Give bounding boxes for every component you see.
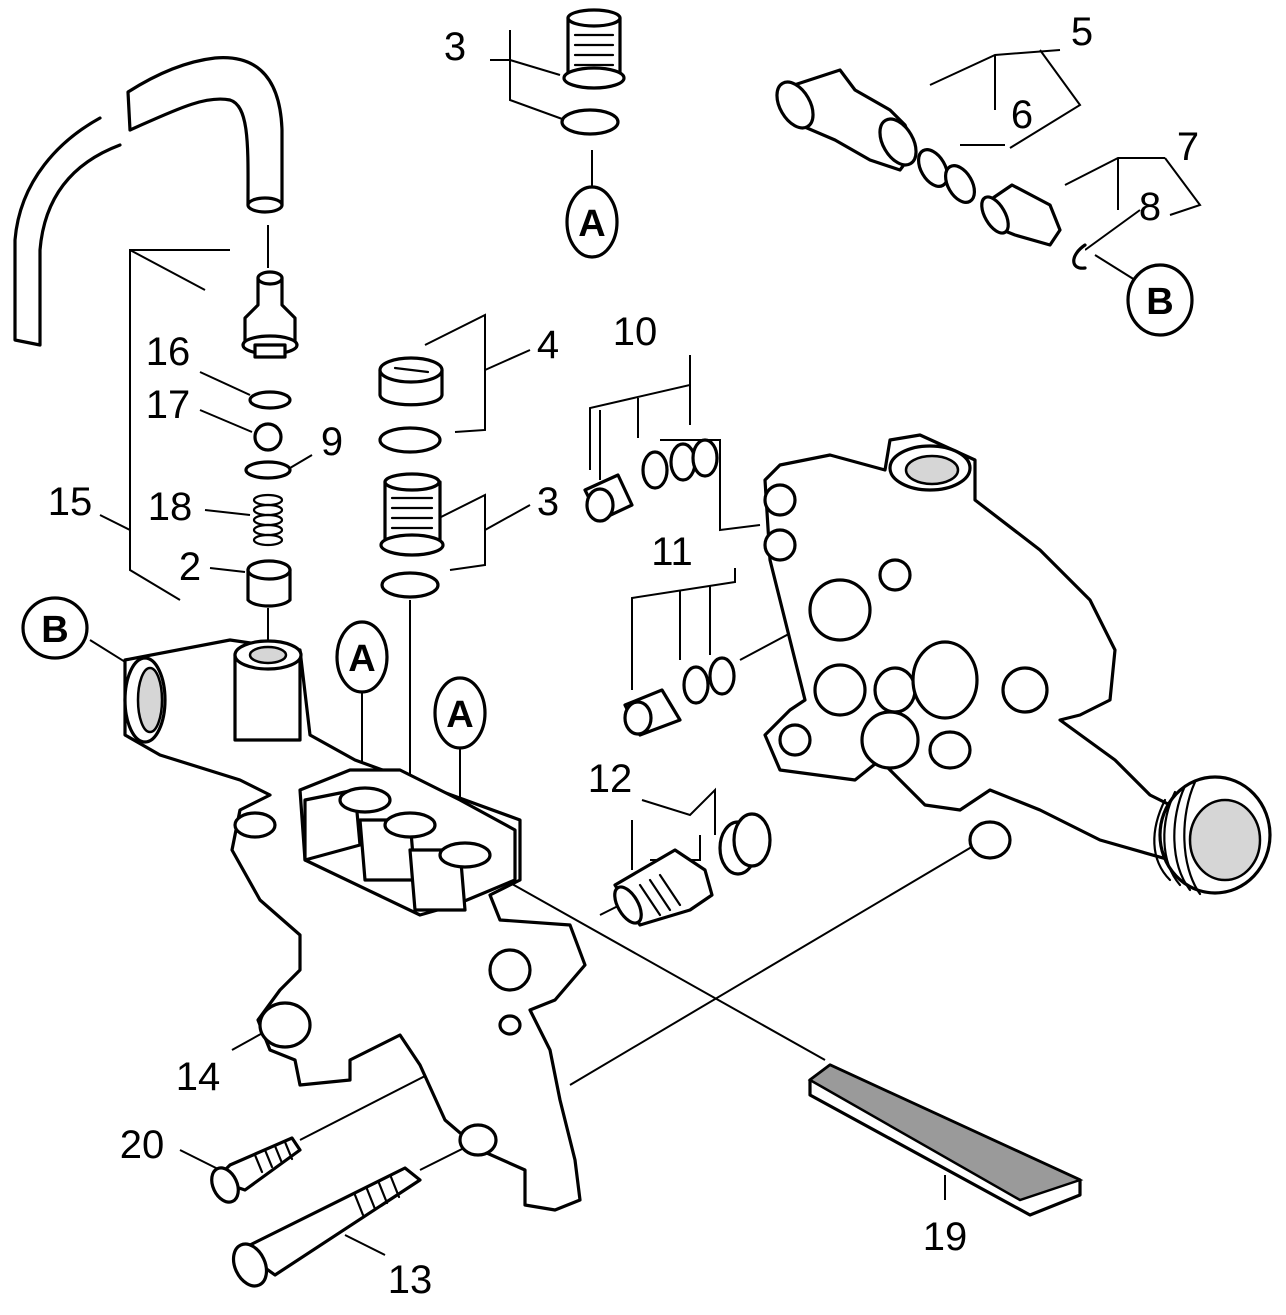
callout-14: 14 (176, 1055, 221, 1099)
callout-2: 2 (179, 545, 201, 589)
part-15-valve-stack (241, 270, 299, 608)
part-3-top-valve (560, 8, 626, 136)
callout-12: 12 (588, 757, 633, 801)
callout-9: 9 (321, 420, 343, 464)
callout-5: 5 (1071, 10, 1093, 54)
callout-6: 6 (1011, 93, 1033, 137)
ref-a-left: A (348, 638, 375, 680)
ref-a-top: A (578, 203, 605, 245)
part-19-strip (807, 1063, 1084, 1217)
part-4-cap (378, 356, 444, 454)
part-3-middle-valve (379, 472, 445, 599)
pump-head-housing (763, 433, 1272, 896)
callout-numbers: 3 5 6 7 8 4 10 16 17 9 15 18 3 11 2 12 1… (48, 10, 1199, 1302)
callout-20: 20 (120, 1123, 165, 1167)
part-12-valve (613, 812, 772, 927)
ref-b-right: B (1146, 281, 1173, 323)
manifold-housing (123, 638, 587, 1212)
ref-b-left: B (41, 609, 68, 651)
part-5-outlet (775, 68, 977, 204)
callout-11: 11 (651, 530, 693, 574)
leader-lines (89, 30, 1202, 1256)
callout-8: 8 (1139, 185, 1161, 229)
part-10-seal (583, 438, 719, 523)
callout-16: 16 (146, 330, 191, 374)
callout-4: 4 (537, 323, 559, 367)
callout-3-middle: 3 (537, 480, 559, 524)
part-13-screw (231, 1166, 422, 1288)
callout-15: 15 (48, 480, 93, 524)
callout-3-top: 3 (444, 25, 466, 69)
part-7-fitting (980, 183, 1087, 270)
reference-markers: A A A B B (21, 185, 1194, 750)
callout-7: 7 (1177, 125, 1199, 169)
hose (13, 56, 284, 347)
callout-17: 17 (146, 383, 191, 427)
callout-19: 19 (923, 1215, 968, 1259)
callout-13: 13 (388, 1258, 433, 1302)
part-20-screw (210, 1136, 302, 1204)
part-11-seal (623, 656, 736, 737)
callout-10: 10 (613, 310, 658, 354)
callout-18: 18 (148, 485, 193, 529)
ref-a-right: A (446, 694, 473, 736)
